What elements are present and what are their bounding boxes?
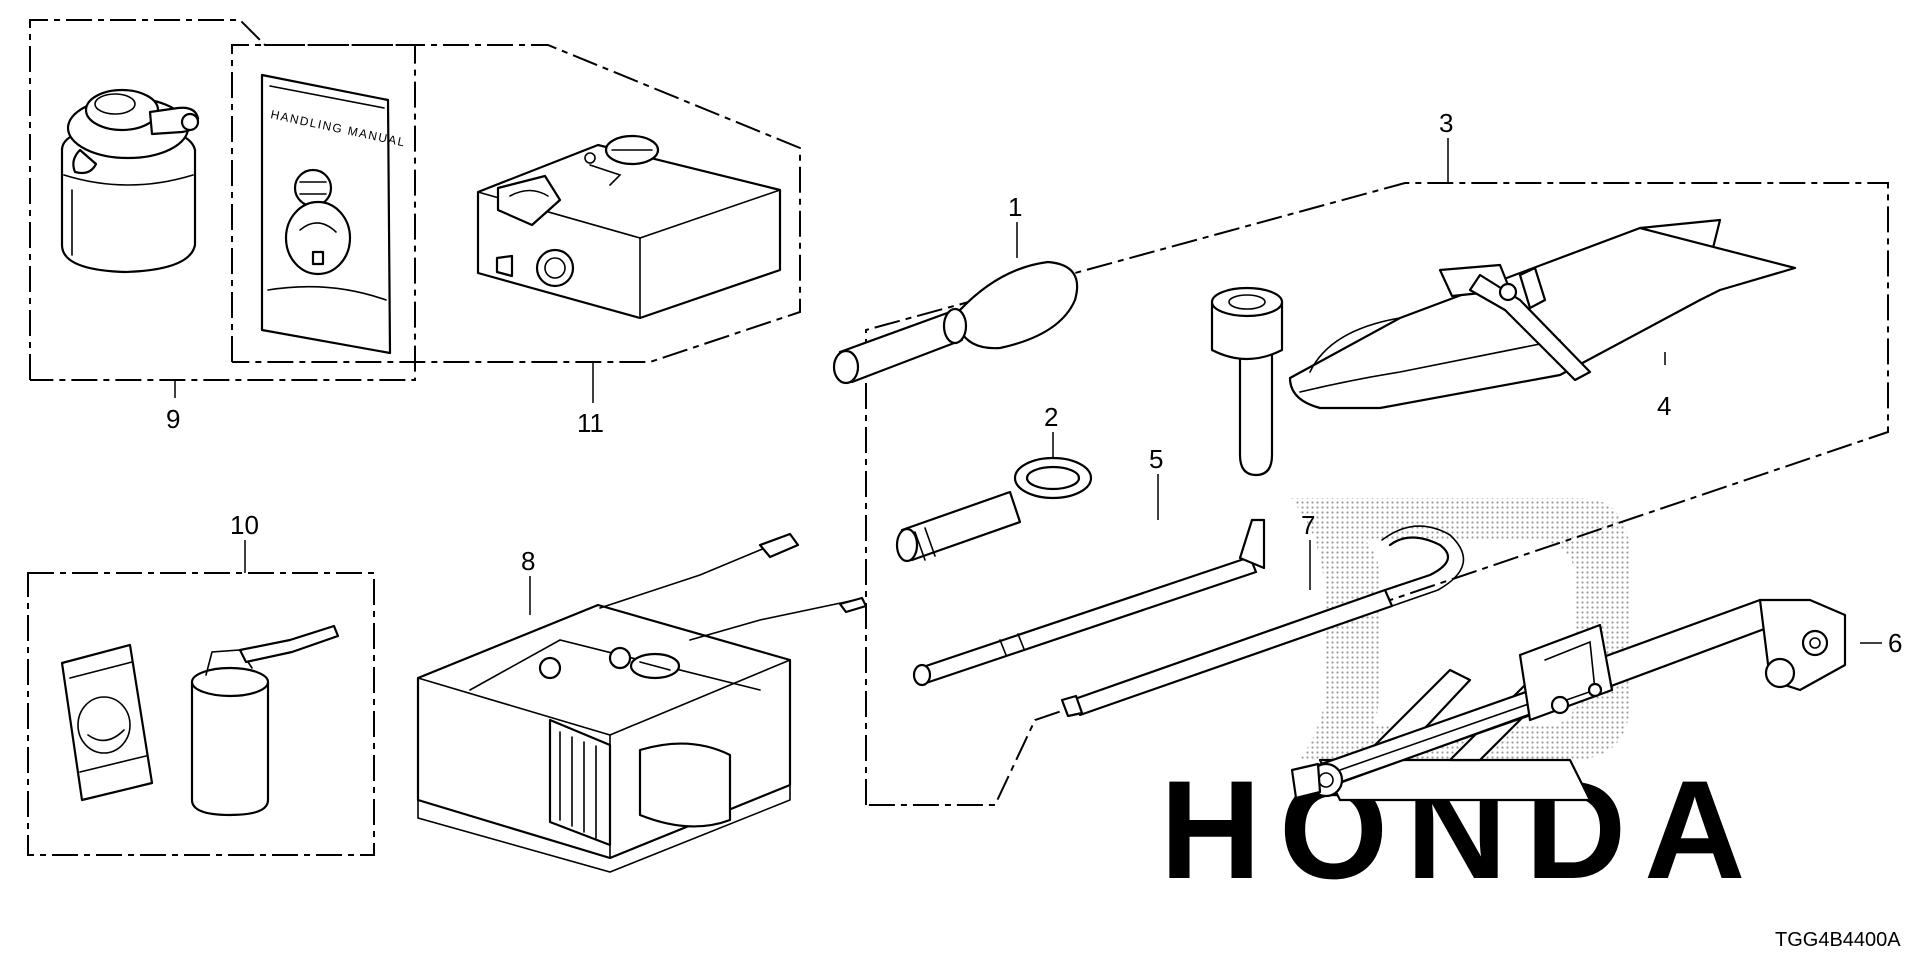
scissor-jack-part-6	[1290, 598, 1847, 802]
group-3-outline	[865, 182, 1889, 806]
wheel-nut-wrench-part-5	[912, 286, 1284, 687]
handling-manual: HANDLING MANUAL	[260, 73, 407, 355]
towing-hook-part-2	[895, 456, 1093, 563]
callout-7: 7	[1301, 510, 1315, 540]
leader-lines	[174, 138, 1882, 644]
tire-sealant-bottle-part-9	[60, 88, 200, 274]
callout-2: 2	[1044, 402, 1058, 432]
tool-bag-part-4	[1288, 218, 1797, 410]
callout-10: 10	[230, 510, 259, 540]
tool-handle-part-1	[832, 260, 1079, 385]
callout-11: 11	[577, 408, 604, 438]
group-11-outline	[231, 44, 801, 363]
air-compressor-part-11	[476, 134, 782, 320]
drawing-code: TGG4B4400A	[1775, 929, 1901, 951]
callout-1: 1	[1008, 192, 1022, 222]
callout-6: 6	[1888, 628, 1902, 658]
compressor-part-8	[416, 532, 868, 873]
callout-3: 3	[1439, 108, 1453, 138]
callout-4: 4	[1657, 391, 1671, 421]
callout-5: 5	[1149, 444, 1163, 474]
group-10-outline	[27, 572, 375, 856]
callout-9: 9	[166, 404, 180, 434]
callout-8: 8	[521, 546, 535, 576]
callouts: 1 2 3 4 5 6 7 8 9 10 11	[166, 108, 1902, 658]
sealant-refill-part-10	[60, 624, 340, 817]
jack-handle-part-7	[1060, 525, 1465, 718]
group-9-outline	[29, 19, 416, 381]
